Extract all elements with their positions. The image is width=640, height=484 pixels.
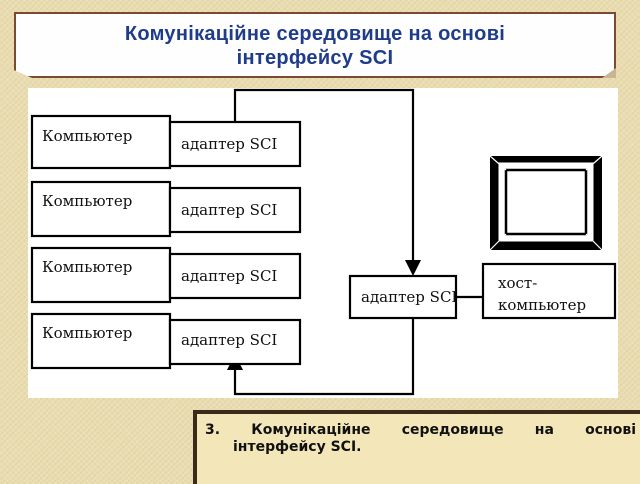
computer-label-3: Компьютер — [42, 258, 132, 276]
host-adapter-label: адаптер SCI — [361, 288, 457, 306]
adapter-label-3: адаптер SCI — [181, 267, 277, 285]
caption-box: 3. Комунікаційне середовище на основі ін… — [193, 410, 640, 484]
computer-label-4: Компьютер — [42, 324, 132, 342]
monitor-icon — [489, 155, 603, 251]
adapter-box-1 — [168, 120, 302, 168]
title-banner: Комунікаційне середовище на основі інтер… — [14, 12, 616, 78]
host-computer-label-line2: компьютер — [498, 296, 586, 314]
link-host-adapter-adapter4 — [233, 318, 415, 396]
adapter-label-1: адаптер SCI — [181, 135, 277, 153]
slide-title: Комунікаційне середовище на основі інтер… — [16, 22, 614, 70]
computer-label-2: Компьютер — [42, 192, 132, 210]
link-adapter1-host-adapter — [233, 88, 415, 263]
host-computer-label-line1: хост- — [498, 274, 537, 292]
adapter-label-4: адаптер SCI — [181, 331, 277, 349]
host-adapter-box — [348, 274, 458, 320]
title-line-2: інтерфейсу SCI — [236, 47, 394, 69]
computer-box-1 — [30, 114, 172, 170]
adapter-box-4 — [168, 318, 302, 366]
sci-diagram: Компьютер Компьютер Компьютер Компьютер … — [28, 88, 618, 398]
host-computer-box — [481, 262, 617, 320]
adapter-label-2: адаптер SCI — [181, 201, 277, 219]
computer-box-4 — [30, 312, 172, 370]
computer-label-1: Компьютер — [42, 127, 132, 145]
caption-line-1: 3. Комунікаційне середовище на основі — [205, 422, 636, 438]
title-line-1: Комунікаційне середовище на основі — [124, 23, 506, 45]
caption-line-2: інтерфейсу SCI. — [233, 439, 362, 455]
computer-box-2 — [30, 180, 172, 238]
adapter-box-3 — [168, 252, 302, 300]
arrow-down-host — [405, 260, 421, 276]
adapter-box-2 — [168, 186, 302, 234]
